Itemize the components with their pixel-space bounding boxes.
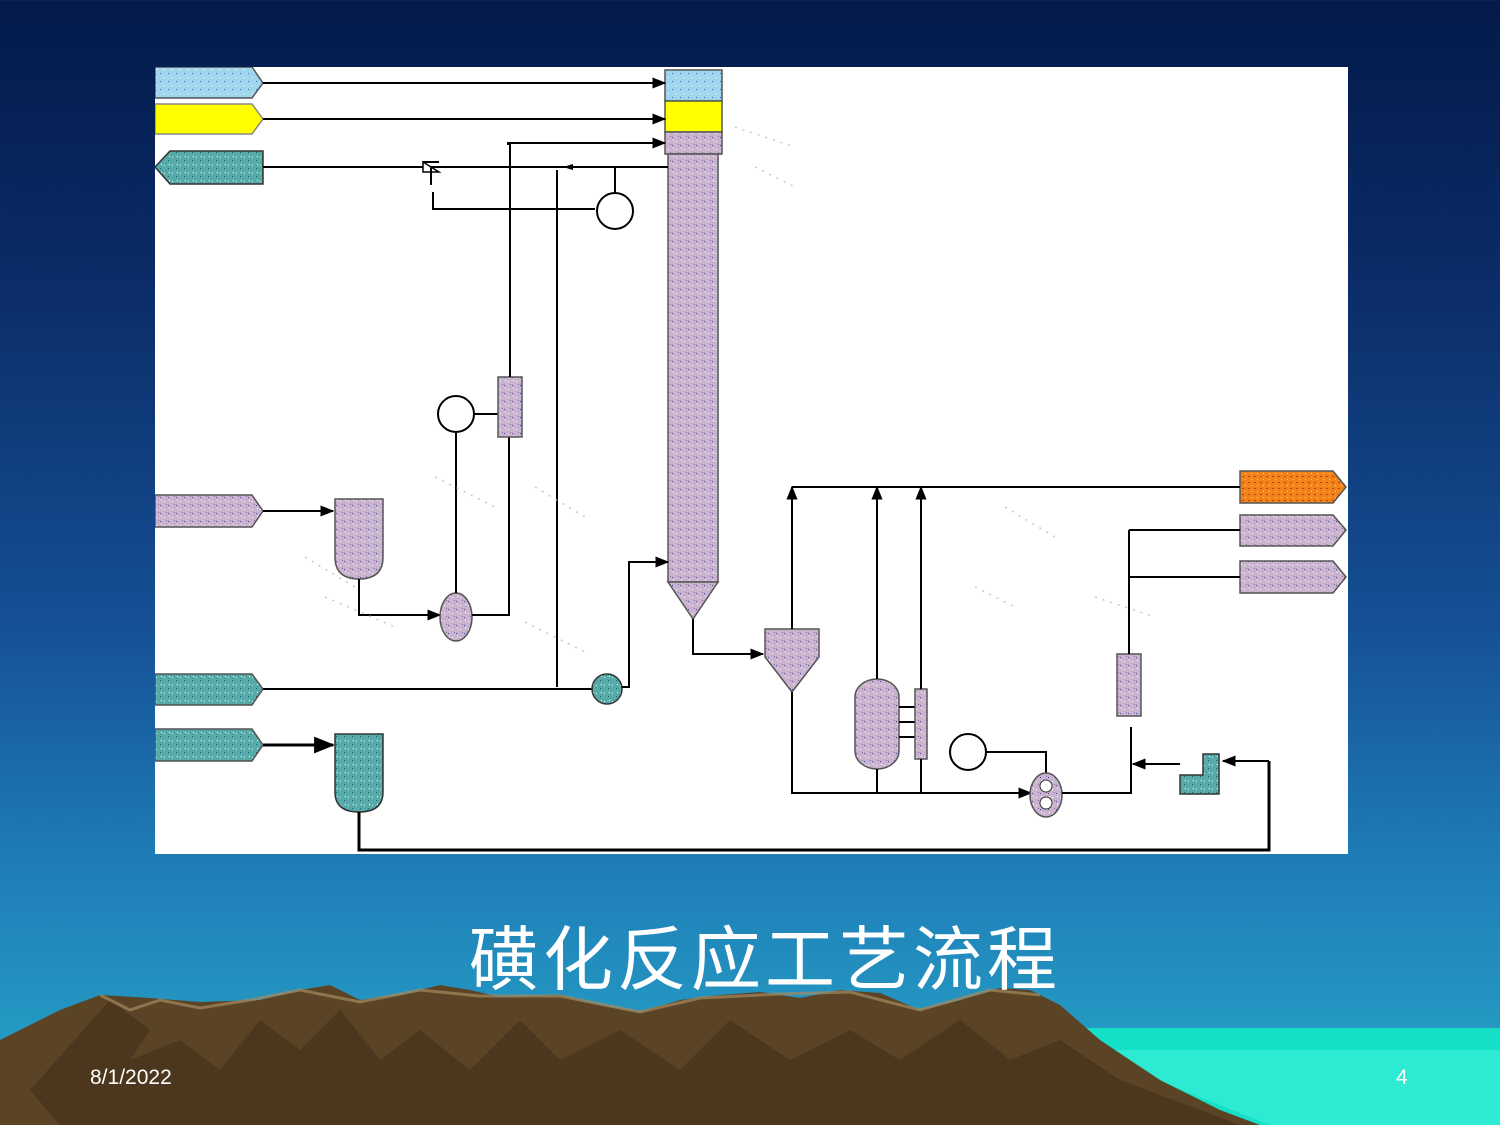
degassing-vessel <box>854 678 900 770</box>
product-stream-3-arrow <box>1239 560 1347 594</box>
outlet-stream-left-arrow <box>155 150 264 185</box>
product-pump-icon <box>1029 772 1063 818</box>
product-stream-2-arrow <box>1239 514 1347 547</box>
heat-exchanger-small <box>497 376 523 438</box>
reactor-column <box>667 153 719 583</box>
reactor-top-section-blue <box>664 69 723 102</box>
mountain-shadow <box>30 1000 1240 1125</box>
feed-stream-5-arrow <box>155 728 264 762</box>
feed-stream-3-arrow <box>155 494 264 528</box>
process-flow-diagram <box>155 67 1348 854</box>
sea-band-light <box>1080 1050 1500 1125</box>
product-stream-orange-arrow <box>1239 470 1347 504</box>
slide-date: 8/1/2022 <box>90 1066 172 1089</box>
reactor-top-section-yellow <box>664 100 723 133</box>
slide-page-number: 4 <box>1396 1066 1408 1089</box>
feed-tank-purple <box>334 498 384 580</box>
control-instrument-circle-top <box>596 192 634 230</box>
recycle-pump-icon <box>591 673 623 705</box>
feed-stream-4-arrow <box>155 673 264 706</box>
control-valve-icon <box>422 160 442 185</box>
feed-stream-1-arrow <box>155 67 264 99</box>
feed-stream-2-arrow <box>155 103 264 135</box>
reactor-cone-bottom <box>666 581 720 621</box>
stripping-column <box>914 688 928 760</box>
feed-pump-icon <box>439 592 473 642</box>
slide-title: 磺化反应工艺流程 <box>469 919 1061 1001</box>
control-instrument-circle-bottom <box>949 733 987 771</box>
storage-tank-teal <box>334 733 384 813</box>
mountain-ridge <box>99 988 1041 1014</box>
static-mixer <box>1179 753 1220 795</box>
control-instrument-circle-mid <box>437 395 475 433</box>
finishing-column <box>1116 653 1142 717</box>
reactor-top-section-purple <box>664 131 723 155</box>
cyclone-separator <box>764 628 820 694</box>
